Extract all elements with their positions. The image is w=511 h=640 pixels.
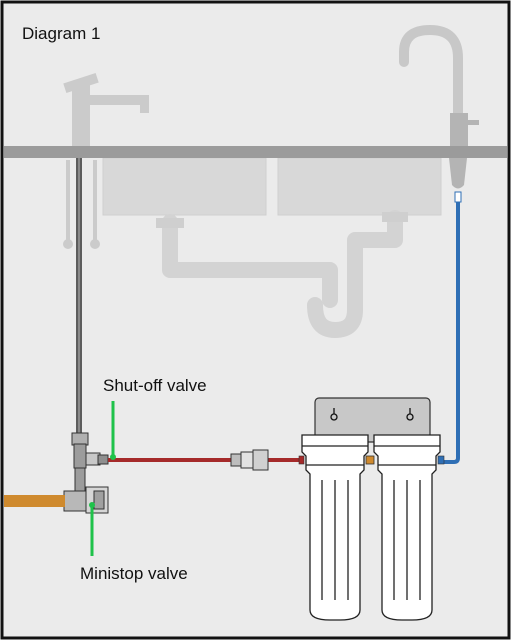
ministop-valve-label: Ministop valve xyxy=(80,564,188,583)
sink-basin-right xyxy=(277,157,442,216)
filter-tap-body xyxy=(450,113,468,148)
drain-ghost xyxy=(162,210,403,338)
shutoff-valve-label: Shut-off valve xyxy=(103,376,207,395)
sink-mixer-hoses xyxy=(66,160,97,240)
main-feed-pipe xyxy=(4,495,65,507)
shutoff-valve xyxy=(71,432,109,469)
bracket-screws xyxy=(330,408,414,421)
filtered-water-line xyxy=(443,202,460,464)
sink-basin-left xyxy=(102,157,267,216)
filter-housing-right xyxy=(373,434,441,621)
filter-bracket xyxy=(314,397,431,443)
drain-fitting-left xyxy=(156,218,184,228)
diagram-title: Diagram 1 xyxy=(22,24,101,43)
filter-tap-lever xyxy=(467,120,479,125)
callout-lines xyxy=(90,401,115,556)
counter-top xyxy=(4,146,507,158)
drain-left xyxy=(162,214,338,308)
water-filter-icon xyxy=(298,434,445,621)
drain-right xyxy=(307,210,403,338)
filter-tap-connector xyxy=(454,191,462,203)
inline-connector xyxy=(230,449,269,471)
sink-mixer-faucet xyxy=(63,72,149,147)
filter-tap-shank xyxy=(449,158,467,189)
drain-fitting-right xyxy=(382,212,408,222)
filter-tap-spout xyxy=(399,24,463,123)
filter-housing-left xyxy=(301,434,369,621)
